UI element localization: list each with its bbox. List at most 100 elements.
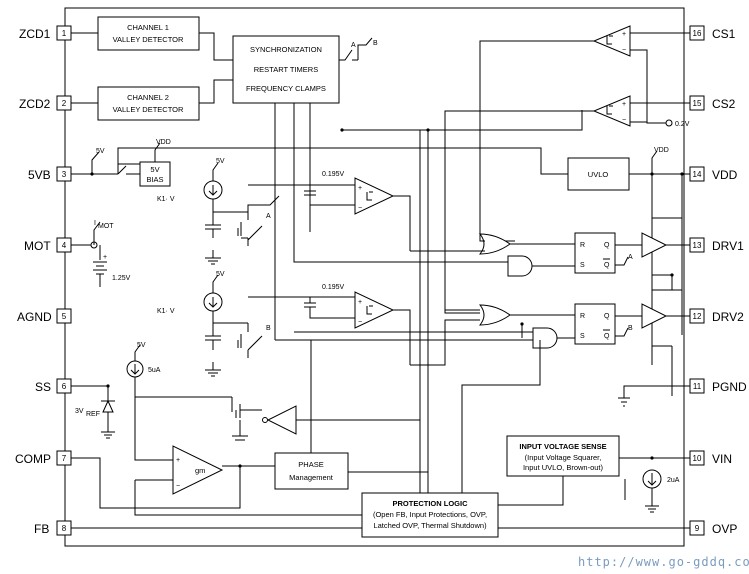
svg-text:A: A xyxy=(628,254,633,261)
svg-text:Q: Q xyxy=(604,262,610,269)
pin-vdd-label: VDD xyxy=(712,168,738,182)
ic-outline xyxy=(64,7,685,547)
svg-text:PROTECTION LOGIC: PROTECTION LOGIC xyxy=(393,499,469,508)
svg-text:+: + xyxy=(358,299,362,306)
pin-ss[interactable]: 6 SS xyxy=(35,378,72,394)
svg-text:Input UVLO, Brown-out): Input UVLO, Brown-out) xyxy=(523,463,604,472)
mot-current-source-a xyxy=(203,180,223,200)
svg-text:Q: Q xyxy=(604,242,610,249)
pin-vin-num: 10 xyxy=(693,454,702,463)
pin-drv2-label: DRV2 xyxy=(712,310,744,324)
svg-text:REF: REF xyxy=(86,411,100,418)
svg-text:INPUT VOLTAGE SENSE: INPUT VOLTAGE SENSE xyxy=(519,442,606,451)
svg-text:I: I xyxy=(94,220,96,227)
svg-text:+: + xyxy=(358,185,362,192)
pin-cs1-num: 16 xyxy=(693,29,702,38)
pin-mot-num: 4 xyxy=(62,241,67,250)
ramp-comparator-b: + − xyxy=(354,291,395,329)
5v-bias-block: 5V BIAS xyxy=(139,161,171,187)
pin-comp-label: COMP xyxy=(15,452,51,466)
svg-text:2uA: 2uA xyxy=(667,477,680,484)
pin-cs2-label: CS2 xyxy=(712,97,736,111)
svg-text:SYNCHRONIZATION: SYNCHRONIZATION xyxy=(250,45,322,54)
svg-text:5V: 5V xyxy=(150,165,159,174)
svg-text:0.2V: 0.2V xyxy=(675,121,690,128)
uvlo-block: UVLO xyxy=(567,157,630,191)
svg-text:Latched OVP, Thermal Shutdown): Latched OVP, Thermal Shutdown) xyxy=(373,521,487,530)
pin-zcd2[interactable]: 2 ZCD2 xyxy=(19,95,72,111)
svg-text:5V: 5V xyxy=(96,148,105,155)
pin-5vb-label: 5VB xyxy=(28,168,51,182)
svg-text:5V: 5V xyxy=(137,342,146,349)
pin-ovp-num: 9 xyxy=(695,524,700,533)
phase-management-block: PHASE Management xyxy=(274,452,349,490)
svg-text:R: R xyxy=(580,242,585,249)
svg-text:0.195V: 0.195V xyxy=(322,171,345,178)
svg-text:+: + xyxy=(176,457,180,464)
svg-text:−: − xyxy=(622,47,626,54)
svg-text:RESTART TIMERS: RESTART TIMERS xyxy=(254,65,318,74)
svg-text:FREQUENCY CLAMPS: FREQUENCY CLAMPS xyxy=(246,84,326,93)
protection-logic-block: PROTECTION LOGIC (Open FB, Input Protect… xyxy=(361,492,499,538)
pin-vdd-num: 14 xyxy=(693,170,702,179)
vin-current-sink xyxy=(642,469,662,489)
and-gate-a xyxy=(507,255,533,277)
pin-zcd1[interactable]: 1 ZCD1 xyxy=(19,25,72,41)
svg-text:3V: 3V xyxy=(75,408,84,415)
svg-text:+: + xyxy=(622,31,626,38)
pin-ovp[interactable]: 9 OVP xyxy=(689,520,737,536)
svg-text:+: + xyxy=(622,101,626,108)
input-voltage-sense-block: INPUT VOLTAGE SENSE (Input Voltage Squar… xyxy=(506,435,620,477)
pin-ss-num: 6 xyxy=(62,382,67,391)
pin-zcd2-label: ZCD2 xyxy=(19,97,51,111)
svg-text:S: S xyxy=(580,262,585,269)
svg-text:VDD: VDD xyxy=(156,139,171,146)
svg-text:Q: Q xyxy=(604,333,610,340)
sr-latch-1: R S Q Q xyxy=(574,232,616,274)
pin-zcd1-num: 1 xyxy=(62,29,67,38)
pin-pgnd-num: 11 xyxy=(693,382,702,391)
svg-text:VALLEY DETECTOR: VALLEY DETECTOR xyxy=(113,105,184,114)
pin-zcd1-label: ZCD1 xyxy=(19,27,51,41)
svg-text:B: B xyxy=(628,325,633,332)
cs1-comparator: + − xyxy=(592,25,631,57)
pin-mot[interactable]: 4 MOT xyxy=(24,237,72,253)
pin-cs2[interactable]: 15 CS2 xyxy=(689,95,736,111)
pin-drv2-num: 12 xyxy=(693,312,702,321)
pin-pgnd[interactable]: 11 PGND xyxy=(689,378,747,394)
pin-5vb-num: 3 xyxy=(62,170,67,179)
ramp-comparator-a: + − xyxy=(354,177,395,215)
pin-agnd-num: 5 xyxy=(62,312,67,321)
or-gate-a xyxy=(478,233,511,255)
pin-comp[interactable]: 7 COMP xyxy=(15,450,72,466)
or-gate-b xyxy=(478,304,511,326)
pin-mot-label: MOT xyxy=(24,239,51,253)
pin-drv2[interactable]: 12 DRV2 xyxy=(689,308,744,324)
pin-ss-label: SS xyxy=(35,380,51,394)
pin-fb-label: FB xyxy=(34,522,49,536)
ss-buffer xyxy=(266,405,297,435)
svg-text:−: − xyxy=(622,117,626,124)
svg-text:−: − xyxy=(358,319,362,326)
pin-drv1-num: 13 xyxy=(693,241,702,250)
and-gate-b xyxy=(532,327,558,349)
pin-agnd[interactable]: 5 AGND xyxy=(17,308,72,324)
channel1-valley-detector: CHANNEL 1 VALLEY DETECTOR xyxy=(97,16,200,51)
synchronization-block: SYNCHRONIZATION RESTART TIMERS FREQUENCY… xyxy=(232,35,340,104)
svg-text:A: A xyxy=(266,213,271,220)
gm-amplifier: + − gm xyxy=(172,445,224,495)
pin-drv1[interactable]: 13 DRV1 xyxy=(689,237,744,253)
pin-fb[interactable]: 8 FB xyxy=(34,520,72,536)
pin-agnd-label: AGND xyxy=(17,310,52,324)
mot-current-source-b xyxy=(203,292,223,312)
pin-vdd[interactable]: 14 VDD xyxy=(689,166,738,182)
pin-cs1[interactable]: 16 CS1 xyxy=(689,25,736,41)
pin-vin-label: VIN xyxy=(712,452,732,466)
pin-drv1-label: DRV1 xyxy=(712,239,744,253)
pin-cs2-num: 15 xyxy=(693,99,702,108)
pin-vin[interactable]: 10 VIN xyxy=(689,450,732,466)
pin-5vb[interactable]: 3 5VB xyxy=(28,166,72,182)
svg-text:−: − xyxy=(358,205,362,212)
svg-text:MOT: MOT xyxy=(98,223,114,230)
